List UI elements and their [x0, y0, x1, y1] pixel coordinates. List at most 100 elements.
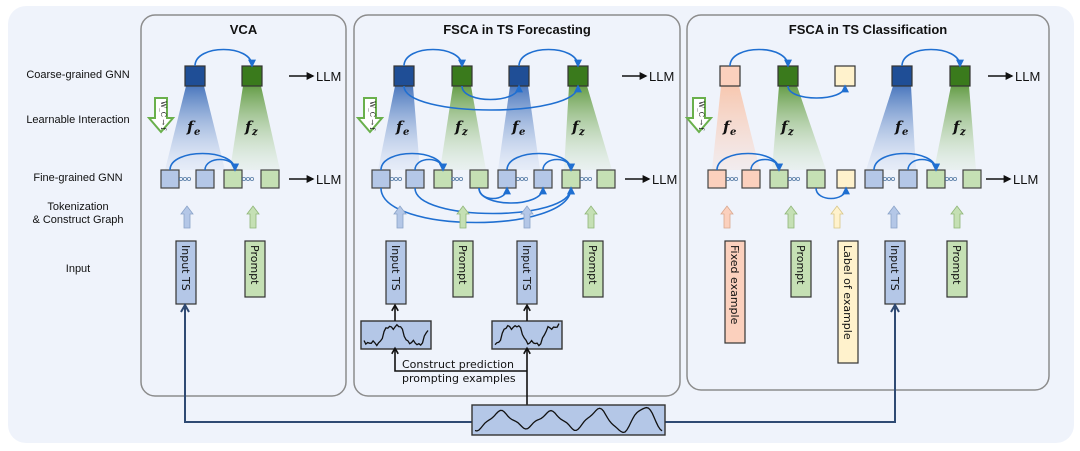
cl-input-fixed-example	[724, 240, 746, 344]
row-label-tokenization-line2: & Construct Graph	[32, 214, 124, 226]
cl-fine-label-node	[836, 169, 856, 189]
vca-fz-symbol-sub: z	[251, 127, 258, 138]
fc-fe-symbol: f	[511, 118, 521, 136]
fc-fz-symbol-sub: z	[461, 127, 468, 138]
fc-fe-symbol: f	[395, 118, 405, 136]
fc-coarse-ts-node	[508, 65, 530, 87]
cl-fine-dots	[945, 176, 950, 181]
cl-token-arrow-label	[830, 205, 844, 229]
fc-interaction-arrow-label: W_C → f	[368, 101, 376, 131]
cl-beam-prompt	[934, 86, 976, 170]
vca-interaction-arrow-label: W_C → f	[159, 101, 167, 131]
fc-fine-edge	[414, 158, 447, 172]
vca-coarse-edge	[194, 48, 256, 68]
fc-input-prompt-label: Prompt	[586, 245, 599, 285]
row-label-input: Input	[65, 263, 91, 275]
cl-input-fixed-example-label: Fixed example	[728, 245, 741, 325]
fc-input-prompt	[452, 240, 474, 298]
fc-example-series-box	[491, 320, 563, 350]
vca-fe-symbol: f	[186, 118, 196, 136]
vca-interaction-arrow	[146, 97, 176, 134]
fc-fine-ts-node	[497, 169, 517, 189]
fc-fine-prompt-node	[596, 169, 616, 189]
cl-fine-ts-node	[864, 169, 884, 189]
fc-coarse-prompt-node	[567, 65, 589, 87]
cl-coarse-prompt-node	[777, 65, 799, 87]
cl-input-prompt-label: Prompt	[950, 245, 963, 285]
vca-input-ts-label: Input TS	[179, 245, 192, 291]
input-series-box-series	[474, 406, 663, 434]
fc-fine-prompt-node	[433, 169, 453, 189]
cl-fine-dots	[730, 176, 735, 181]
cl-fine-prompt-node	[926, 169, 946, 189]
fc-fine-dots	[588, 176, 593, 181]
fc-input-ts-label: Input TS	[389, 245, 402, 291]
cl-input-prompt	[946, 240, 968, 298]
fc-beam-ts	[378, 86, 420, 170]
fc-construct-arrow	[391, 346, 527, 372]
vca-fine-ts-node	[195, 169, 215, 189]
fc-fz-symbol-sub: z	[578, 127, 585, 138]
vca-input-prompt	[244, 240, 266, 298]
cl-token-arrow-prompt	[950, 205, 964, 229]
flow-line-to-vca	[180, 302, 472, 423]
fc-fine-dots	[458, 176, 463, 181]
fc-fine-dots	[516, 176, 521, 181]
cl-token-arrow-ts	[887, 205, 901, 229]
fc-input-prompt-label: Prompt	[456, 245, 469, 285]
fc-coarse-edge	[403, 84, 582, 111]
fc-fine-edge	[414, 186, 575, 215]
fc-fe-symbol-sub: e	[403, 127, 409, 138]
cl-coarse-label-node	[834, 65, 856, 87]
vca-fine-dots	[241, 176, 246, 181]
cl-token-arrow-prompt	[784, 205, 798, 229]
cl-input-prompt-label: Prompt	[794, 245, 807, 285]
fc-interaction-arrow	[355, 97, 385, 134]
fc-fine-dots	[524, 176, 529, 181]
fc-coarse-ts-node	[393, 65, 415, 87]
vca-fine-ts-node	[160, 169, 180, 189]
fc-example-series-box-series	[494, 323, 560, 347]
vca-fine-edge	[204, 158, 239, 172]
cl-fine-dots	[792, 176, 797, 181]
cl-coarse-edge	[729, 48, 792, 68]
cl-fine-dots	[734, 176, 739, 181]
vca-fine-dots	[245, 176, 250, 181]
vca-beam-prompt	[230, 86, 280, 170]
fc-token-arrow-ts	[393, 205, 407, 229]
fc-fine-ts-node	[371, 169, 391, 189]
vca-coarse-ts-node	[184, 65, 206, 87]
cl-fine-dots	[953, 176, 958, 181]
fc-input-prompt	[582, 240, 604, 298]
vca-fine-llm-label: LLM	[316, 172, 341, 187]
fc-fine-edge	[478, 186, 547, 204]
cl-fe-symbol-sub: e	[730, 127, 736, 138]
cl-fine-dots	[887, 176, 892, 181]
vca-beam-ts	[165, 86, 225, 170]
fc-coarse-edge	[518, 48, 582, 68]
vca-token-arrow-prompt	[246, 205, 260, 229]
row-label-fine: Fine-grained GNN	[33, 172, 123, 184]
fc-beam-prompt	[564, 86, 612, 170]
vca-token-arrow-ts	[180, 205, 194, 229]
fc-fine-dots	[580, 176, 585, 181]
cl-input-ts-label: Input TS	[888, 245, 901, 291]
cl-coarse-prompt-node	[949, 65, 971, 87]
fc-fz-symbol: f	[571, 118, 581, 136]
cl-fz-symbol-sub: z	[959, 127, 966, 138]
fc-token-arrow-ts	[520, 205, 534, 229]
fc-coarse-llm-label: LLM	[649, 69, 674, 84]
fc-fine-dots	[450, 176, 455, 181]
fc-fine-dots	[584, 176, 589, 181]
vca-fine-prompt-node	[260, 169, 280, 189]
fc-input-ts-label: Input TS	[520, 245, 533, 291]
cl-coarse-edge	[787, 84, 849, 99]
cl-fine-dots	[891, 176, 896, 181]
cl-coarse-edge	[901, 48, 964, 68]
cl-beam-example	[712, 86, 760, 170]
row-label-tokenization: Tokenization & Construct Graph	[8, 201, 148, 227]
cl-fine-prompt-node	[806, 169, 826, 189]
vca-fe-symbol-sub: e	[194, 127, 200, 138]
fc-coarse-edge	[403, 48, 466, 68]
